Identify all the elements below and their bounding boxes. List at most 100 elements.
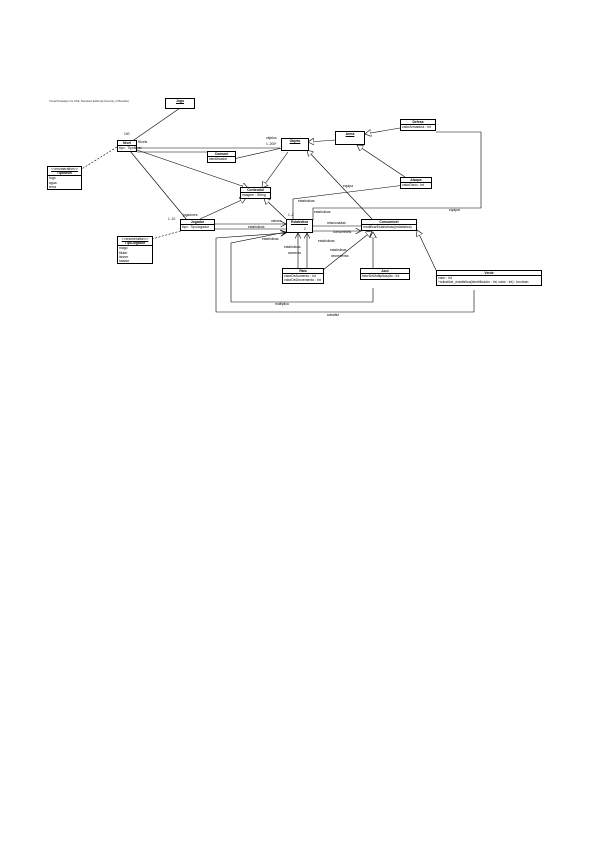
label-mult-100: 100: [124, 132, 130, 136]
enum-value: lancer: [119, 254, 129, 259]
label-mult-2: 2: [304, 227, 306, 231]
class-name: Estatística: [291, 220, 308, 224]
label-jogadores: jogadores: [183, 213, 198, 217]
class-defesa[interactable]: Defesa valorArmadura : Int: [400, 119, 436, 131]
edge-jogador-conteudo: [199, 198, 246, 220]
enum-value: fogo: [49, 176, 56, 181]
class-stereotype: <<enumeration>>: [51, 167, 78, 171]
enum-value: lutador: [119, 258, 130, 263]
enum-value: titular: [119, 250, 128, 255]
class-name: Azul: [381, 269, 389, 273]
edge-nivel-conteudo: [136, 149, 248, 188]
enum-value: água: [49, 180, 57, 185]
edge-arma-objeto: [308, 140, 337, 142]
class-name: Nível: [122, 141, 132, 145]
class-method: +substituir_estatistica(identificador : …: [438, 280, 529, 285]
label-estatisticas-3: estatísticas: [248, 225, 265, 229]
class-arma[interactable]: Arma: [335, 131, 365, 145]
label-relacionadas: relacionadas: [327, 221, 346, 225]
edge-nivel-comum: [137, 152, 214, 158]
diagram-header: Visual Paradigm for UML Standard Edition…: [49, 99, 129, 103]
label-estatisticas-4: estatísticas: [262, 237, 279, 241]
edge-raio-consumivel: [322, 231, 372, 271]
class-jogador[interactable]: Jogador tipo : TipoJogador: [180, 219, 215, 231]
edge-azul-multiplica: [230, 232, 374, 303]
edge-ataque-arma: [357, 145, 406, 178]
edge-defesa-arma: [365, 127, 401, 134]
edge-equipa: [292, 184, 406, 220]
label-objetos: objetos: [266, 136, 277, 140]
class-raio[interactable]: Raio valorDeAumento : Int valorDeDecreme…: [282, 268, 324, 285]
class-name: ConteudoI: [247, 188, 264, 192]
class-method: modificarEstatísticas(estatística): [363, 225, 412, 230]
class-verde[interactable]: Verde valor : Int +substituir_estatistic…: [436, 270, 542, 287]
label-estatisticas-5: estatísticas: [284, 245, 301, 249]
enum-value: terra: [49, 184, 56, 189]
label-aumenta: aumenta: [288, 251, 301, 255]
class-ataque[interactable]: Ataque valorDano : Int: [400, 177, 432, 189]
class-attribute: identificador: [209, 157, 228, 162]
label-multiplica: multiplica: [275, 302, 289, 306]
class-tiponivel[interactable]: <<enumeration>>TipoNível fogo água terra: [47, 166, 82, 191]
label-estatisticas-7: estatísticas: [330, 248, 347, 252]
class-attribute: valorDano : Int: [402, 183, 425, 188]
label-substitui: substitui: [327, 313, 340, 317]
class-jogo[interactable]: Jogo: [165, 98, 195, 109]
class-attribute: fatorDeMultiplicação : Int: [362, 274, 400, 279]
class-name: Verde: [484, 271, 494, 275]
class-name: ComumI: [214, 152, 229, 156]
class-estatistica[interactable]: Estatística: [286, 219, 313, 233]
label-equipa: equipa: [343, 184, 353, 188]
class-name: Jogador: [190, 220, 205, 224]
class-name: Consumível: [379, 220, 399, 224]
class-attribute: valorArmadura : Int: [402, 125, 431, 130]
edge-verde-substitui: [215, 233, 475, 313]
label-decrementa: decrementa: [331, 254, 349, 258]
edge-nivel-tiponivel: [79, 146, 118, 171]
edge-verde-consumivel: [417, 230, 437, 271]
class-attribute: valor : Int: [438, 276, 452, 281]
class-attribute: valorDeDecremento : Int: [284, 278, 321, 283]
label-estatisticas-6: estatísticas: [318, 239, 335, 243]
label-valores: valores: [271, 219, 282, 223]
edge-jogador-tipojogador: [151, 229, 185, 240]
class-nivel[interactable]: Nível tipo : TipoNível: [117, 140, 142, 152]
label-consumiveis: consumíveis: [333, 230, 352, 234]
class-name: Arma: [345, 132, 355, 136]
class-stereotype: <<enumeration>>: [121, 237, 149, 241]
label-mult-1-10: 1..10: [168, 217, 176, 221]
class-objeto[interactable]: Objeto: [281, 138, 309, 151]
label-estatisticas-2: estatísticas: [314, 210, 331, 214]
class-name: Raio: [299, 269, 307, 273]
edge-nivel-jogador: [129, 150, 188, 221]
class-tipojogador[interactable]: <<enumeration>>TipoJogador mago titular …: [117, 236, 153, 265]
label-estatisticas-1: estatísticas: [298, 199, 315, 203]
class-consumivel[interactable]: Consumível modificarEstatísticas(estatís…: [361, 219, 417, 231]
edge-objeto-conteudo: [262, 151, 289, 188]
class-name: Ataque: [410, 178, 422, 182]
class-azul[interactable]: Azul fatorDeMultiplicação : Int: [360, 268, 410, 280]
label-niveis: Níveis: [138, 140, 148, 144]
class-name: TipoNível: [56, 171, 73, 176]
label-mult-1-2: 1..2: [288, 213, 294, 217]
class-name: Defesa: [412, 120, 424, 124]
edge-jogo-nivel: [130, 107, 181, 143]
class-name: Jogo: [175, 99, 185, 103]
class-attribute: valorDeAumento : Int: [284, 274, 316, 279]
label-mult-1-200: 1..200*: [266, 142, 277, 146]
enum-value: mago: [119, 246, 128, 251]
label-equipar: equipar: [449, 208, 460, 212]
class-name: TipoJogador: [124, 241, 146, 246]
class-attribute: tipo : TipoNível: [119, 146, 142, 151]
edge-consumivel-objeto: [307, 150, 373, 220]
edge-equipar: [312, 131, 482, 220]
class-attribute: imagem : String: [242, 193, 266, 198]
class-conteudo[interactable]: ConteudoI imagem : String: [240, 187, 271, 199]
edge-estatistica-conteudo: [264, 198, 287, 220]
edge-objeto-comum: [229, 147, 283, 160]
class-comum[interactable]: ComumI identificador: [207, 151, 236, 163]
class-attribute: tipo : TipoJogador: [182, 225, 209, 230]
class-name: Objeto: [289, 139, 301, 143]
